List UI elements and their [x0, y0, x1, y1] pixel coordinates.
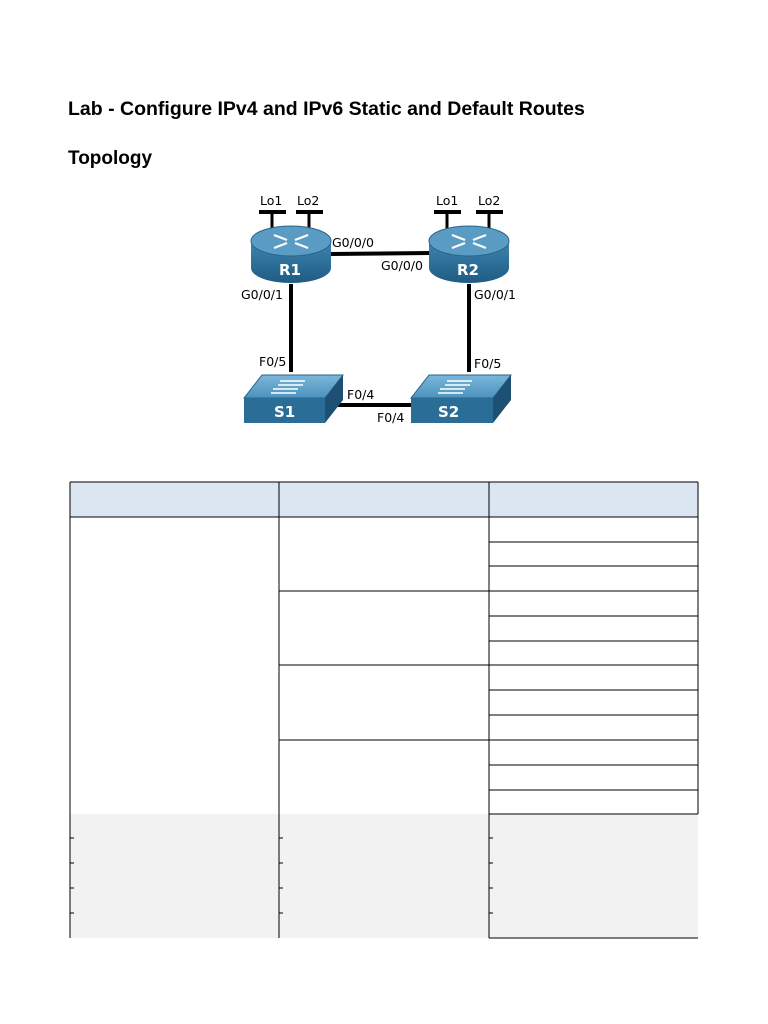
router-arrows-icon: [273, 233, 309, 250]
if-s2-f05: F0/5: [474, 356, 501, 371]
switch-s1: S1: [242, 374, 345, 423]
router-arrows-icon: [451, 233, 487, 250]
if-r2-g000: G0/0/0: [381, 258, 423, 273]
r1-loopbacks: Lo1 Lo2: [259, 193, 323, 230]
r2-lo1-label: Lo1: [436, 193, 458, 208]
link-r1-r2: [329, 251, 431, 256]
r1-label: R1: [279, 261, 301, 279]
table-shaded-block: [70, 814, 698, 938]
if-s2-f04: F0/4: [377, 410, 404, 425]
s2-label: S2: [438, 403, 459, 421]
r2-label: R2: [457, 261, 479, 279]
table-header-row: [70, 482, 698, 517]
if-r2-g001: G0/0/1: [474, 287, 516, 302]
switch-arrows-icon: [438, 380, 472, 394]
r1-lo1-label: Lo1: [260, 193, 282, 208]
s1-label: S1: [274, 403, 295, 421]
r2-lo2-label: Lo2: [478, 193, 500, 208]
if-r1-g000: G0/0/0: [332, 235, 374, 250]
switch-arrows-icon: [271, 380, 305, 394]
r2-loopbacks: Lo1 Lo2: [434, 193, 503, 230]
if-s1-f04: F0/4: [347, 387, 374, 402]
topology-diagram: Lo1 Lo2 Lo1 Lo2 R1 R2: [241, 193, 516, 425]
router-r1: R1: [250, 225, 332, 283]
if-s1-f05: F0/5: [259, 354, 286, 369]
section-heading-topology: Topology: [68, 148, 153, 169]
if-r1-g001: G0/0/1: [241, 287, 283, 302]
page-title: Lab - Configure IPv4 and IPv6 Static and…: [68, 98, 585, 120]
r1-lo2-label: Lo2: [297, 193, 319, 208]
router-r2: R2: [428, 225, 510, 283]
switch-s2: S2: [409, 374, 513, 423]
